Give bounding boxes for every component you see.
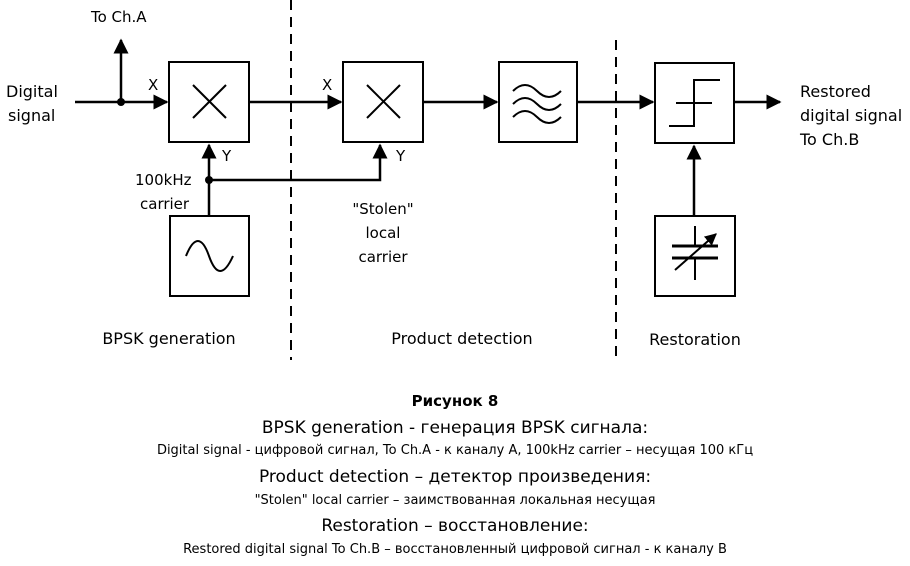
stolen-carrier-line [209,143,388,182]
mixer-1-block [168,61,250,143]
output-label-line1: Restored [800,82,871,101]
stolen-label-line2: local [366,224,401,242]
y-label-2: Y [395,147,406,165]
caption-heading-bpsk: BPSK generation - генерация BPSK сигнала… [261,418,649,438]
to-ch-a-label: To Ch.A [90,8,147,26]
carrier-label-line1: 100kHz [135,171,192,189]
section-label-bpsk: BPSK generation [102,329,235,348]
caption-desc-product: "Stolen" local carrier – заимствованная … [254,493,656,508]
output-label-line3: To Ch.B [799,130,859,149]
lowpass-filter-block [498,61,578,143]
mixer-2-block [342,61,424,143]
y-label-1: Y [221,147,232,165]
comparator-block [654,62,735,144]
caption-desc-restoration: Restored digital signal To Ch.B – восста… [183,542,727,557]
output-label-line2: digital signal [800,106,902,125]
x-label-1: X [148,76,158,94]
figure-caption-title: Рисунок 8 [411,392,499,410]
x-label-2: X [322,76,332,94]
caption-desc-bpsk: Digital signal - цифровой сигнал, To Ch.… [156,443,754,458]
stolen-label-line3: carrier [358,248,408,266]
caption-heading-restoration: Restoration – восстановление: [321,516,589,536]
input-label-line1: Digital [6,82,58,101]
input-label-line2: signal [8,106,55,125]
section-label-product: Product detection [391,329,532,348]
threshold-block [654,215,736,297]
carrier-label-line2: carrier [140,195,190,213]
caption-heading-product: Product detection – детектор произведени… [258,467,652,487]
oscillator-block [169,215,250,297]
section-label-restoration: Restoration [649,330,741,349]
block-diagram: Digital signal To Ch.A X Y X Y 100kHz ca… [6,0,902,360]
stolen-label-line1: "Stolen" [352,200,413,218]
